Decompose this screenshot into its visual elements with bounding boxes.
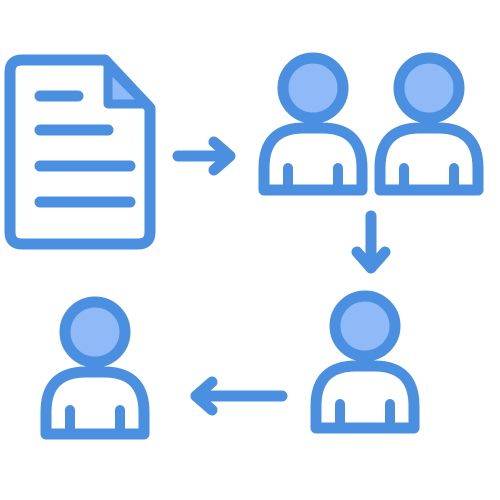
person-icon — [374, 52, 484, 196]
document-icon — [4, 54, 156, 250]
arrow-right-icon — [172, 136, 236, 176]
person-icon — [40, 296, 150, 440]
arrow-down-icon — [351, 210, 391, 274]
person-icon — [310, 290, 420, 434]
arrow-left-icon — [190, 376, 288, 416]
person-icon — [258, 52, 368, 196]
